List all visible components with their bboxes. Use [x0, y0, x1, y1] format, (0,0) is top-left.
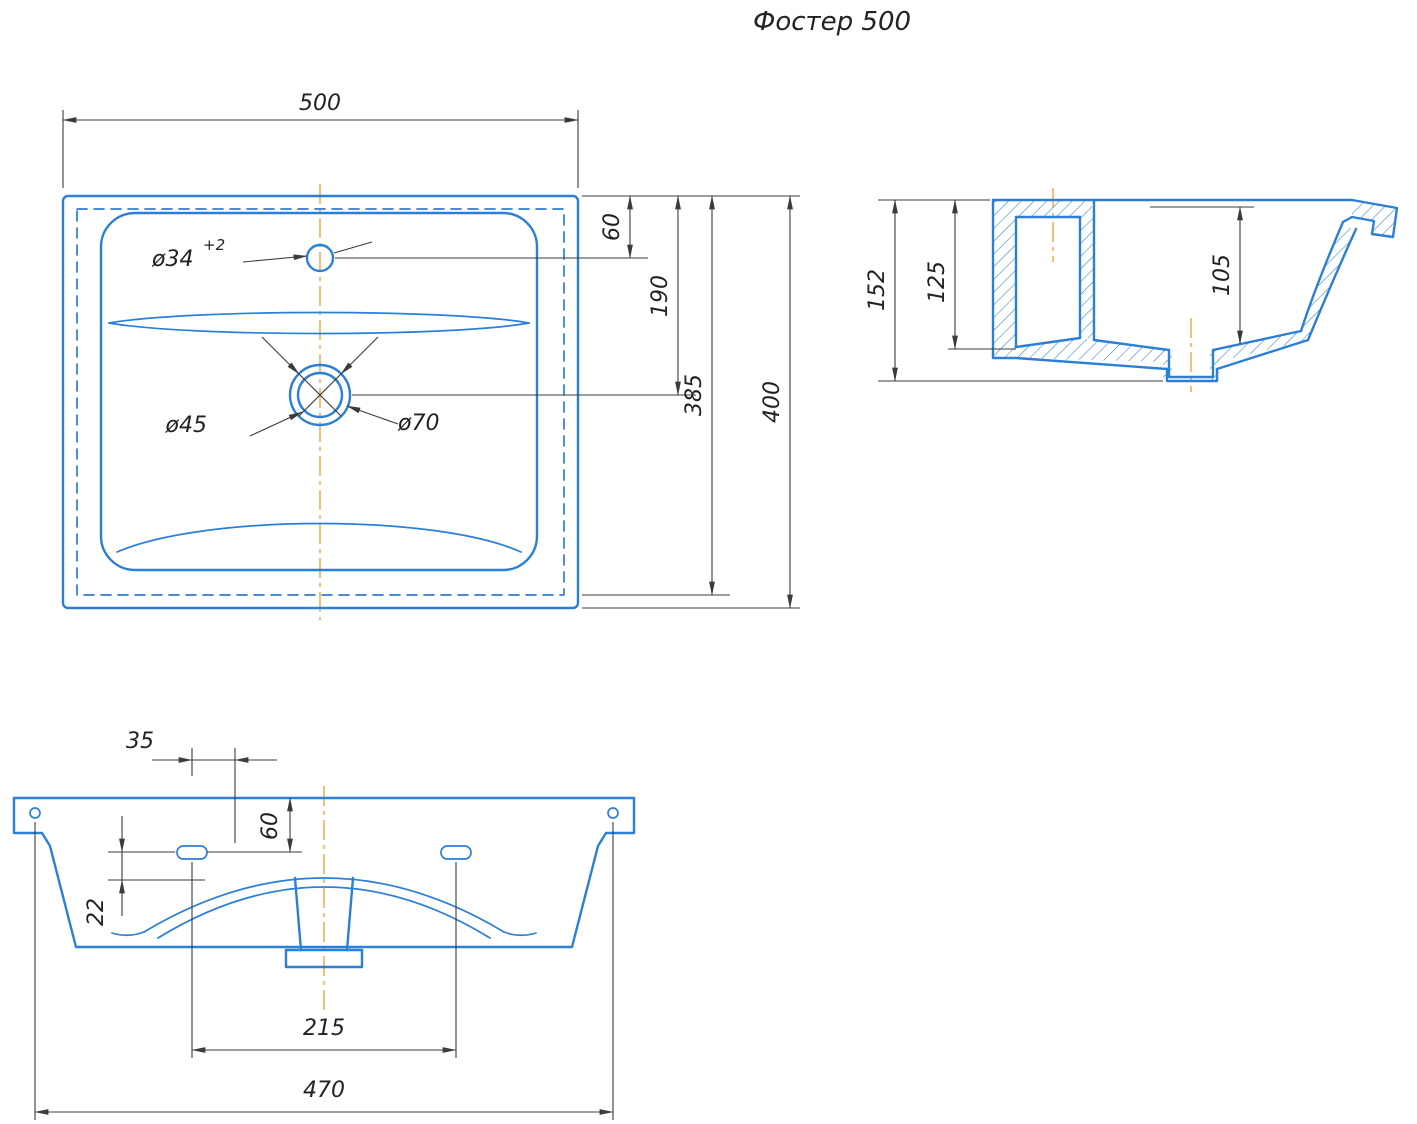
drain-leader-70	[346, 405, 399, 425]
section-front-outer	[1306, 227, 1358, 342]
section-underside-right	[1215, 338, 1310, 371]
sink-hidden-edge	[76, 208, 565, 596]
dim-400-label: 400	[760, 381, 785, 423]
section-channel-floor	[1014, 336, 1082, 349]
sink-outer-edge	[61, 194, 580, 610]
drain-hole-inner-circle	[296, 371, 344, 419]
drain-funnel-right	[345, 876, 355, 952]
section-front-lip	[1341, 198, 1399, 239]
hatch-front-lip	[1352, 200, 1397, 237]
faucet-diameter-label: ø34	[151, 247, 193, 272]
basin-bottom-curve	[116, 522, 522, 553]
dim-60-label: 60	[600, 213, 625, 241]
section-drain-boss-outer	[1165, 367, 1219, 383]
hatch-floor-right	[1217, 331, 1308, 362]
fixing-slot-right	[440, 845, 472, 860]
dim-35-label: 35	[126, 729, 154, 754]
side-section-view: 152 125 105	[865, 188, 1399, 392]
dim-215-label: 215	[303, 1016, 345, 1041]
section-underside-left	[991, 198, 1169, 371]
drawing-title: Фостер 500	[753, 7, 911, 37]
hatch-front-wall	[1301, 222, 1355, 340]
hatch-channel-wall	[1080, 217, 1094, 338]
drain-leader-45	[249, 411, 303, 437]
faucet-tolerance-label: +2	[203, 236, 225, 254]
hatch-floor-left	[1016, 338, 1167, 362]
drain-diameter-label: ø45	[165, 413, 207, 438]
section-front-inner	[1299, 220, 1345, 333]
dim-385-label: 385	[682, 374, 707, 416]
dim-22-label: 22	[84, 898, 109, 926]
section-floor-inner-left	[1092, 338, 1171, 352]
front-body-outline	[12, 796, 636, 949]
dim-125-label: 125	[925, 261, 950, 303]
basin-underside-arc-inner	[157, 886, 491, 939]
drain-cross-line-2	[298, 373, 342, 417]
dim-190-label: 190	[648, 275, 673, 317]
dim-60f-label: 60	[258, 812, 283, 840]
faucet-leader-tail	[333, 241, 373, 254]
basin-shelf-curve-lower	[108, 322, 530, 335]
drain-hole-outer-circle	[288, 363, 352, 427]
drain-funnel-left	[293, 876, 303, 952]
mount-hole-right	[607, 807, 619, 819]
arc-left-tail	[111, 931, 145, 937]
overflow-diameter-label: ø70	[397, 411, 439, 436]
fixing-slot-left	[176, 845, 208, 860]
dim-105-label: 105	[1210, 254, 1235, 296]
dim-470-label: 470	[303, 1078, 345, 1103]
basin-shelf-curve-upper	[108, 311, 530, 324]
drain-arrow-upper-right	[340, 336, 379, 375]
dim-500-label: 500	[299, 91, 341, 116]
hatch-drain-boss-left	[1163, 350, 1172, 381]
drain-collar	[284, 948, 364, 969]
section-drain-boss-inner	[1167, 348, 1215, 379]
dim-152-label: 152	[865, 269, 890, 311]
arc-right-tail	[503, 931, 537, 937]
top-view: ø45 ø70 ø34 +2 500 60 190 385 400	[61, 91, 800, 620]
mount-hole-left	[29, 807, 41, 819]
basin-inner-edge	[99, 211, 539, 572]
front-view: 35 60 22 215 470	[12, 729, 636, 1120]
faucet-leader	[242, 254, 308, 263]
hatch-back-wall	[993, 200, 1092, 358]
hatch-drain-boss-right	[1210, 350, 1219, 381]
section-floor-inner-right	[1211, 329, 1303, 352]
drain-arrow-upper-left	[261, 336, 300, 375]
